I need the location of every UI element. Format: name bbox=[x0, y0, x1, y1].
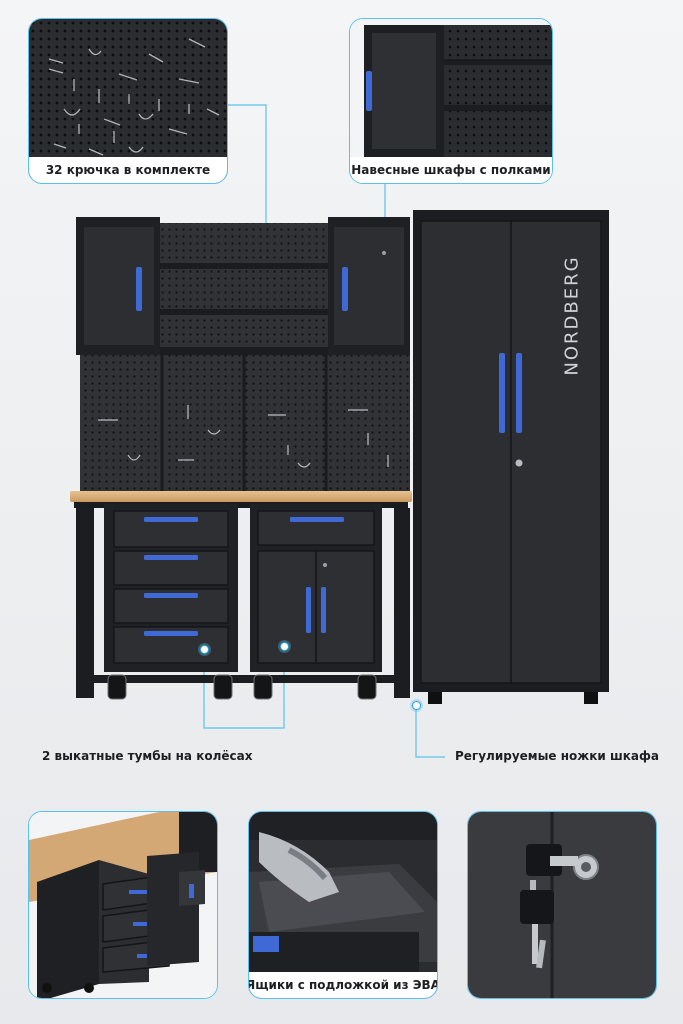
wall-cabinets-photo bbox=[350, 19, 552, 183]
wall-cabinets-caption: Навесные шкафы с полками bbox=[350, 157, 552, 183]
door-cabinet-dot bbox=[280, 642, 289, 651]
wall-shelves bbox=[160, 223, 328, 355]
cabinets-detail-inset bbox=[28, 811, 218, 999]
hooks-inset: 32 крючка в комплекте bbox=[28, 18, 228, 184]
drawer-cabinet bbox=[104, 504, 238, 672]
feet-dot bbox=[412, 701, 421, 710]
casters bbox=[107, 674, 377, 700]
cabinets-detail-photo bbox=[29, 812, 217, 998]
wall-cabinet-left bbox=[76, 217, 160, 355]
rolling-cabinets-label: 2 выкатные тумбы на колёсах bbox=[42, 749, 253, 763]
lock-detail-photo bbox=[468, 812, 656, 998]
eva-drawers-photo bbox=[249, 812, 437, 998]
eva-drawers-caption: Ящики с подложкой из ЭВА bbox=[249, 972, 437, 998]
hooks-caption: 32 крючка в комплекте bbox=[29, 157, 227, 183]
door-cabinet bbox=[250, 504, 382, 672]
hooks-photo bbox=[29, 19, 227, 183]
wall-cabinet-right bbox=[328, 217, 410, 355]
tall-cabinet bbox=[413, 210, 609, 704]
eva-drawers-inset: Ящики с подложкой из ЭВА bbox=[248, 811, 438, 999]
pegboard-panel bbox=[80, 355, 410, 493]
adjustable-feet-label: Регулируемые ножки шкафа bbox=[455, 749, 659, 763]
drawer-cabinet-dot bbox=[200, 645, 209, 654]
wooden-worktop bbox=[70, 491, 412, 502]
wall-cabinets-inset: Навесные шкафы с полками bbox=[349, 18, 553, 184]
workshop-system bbox=[70, 210, 609, 704]
lock-detail-inset bbox=[467, 811, 657, 999]
